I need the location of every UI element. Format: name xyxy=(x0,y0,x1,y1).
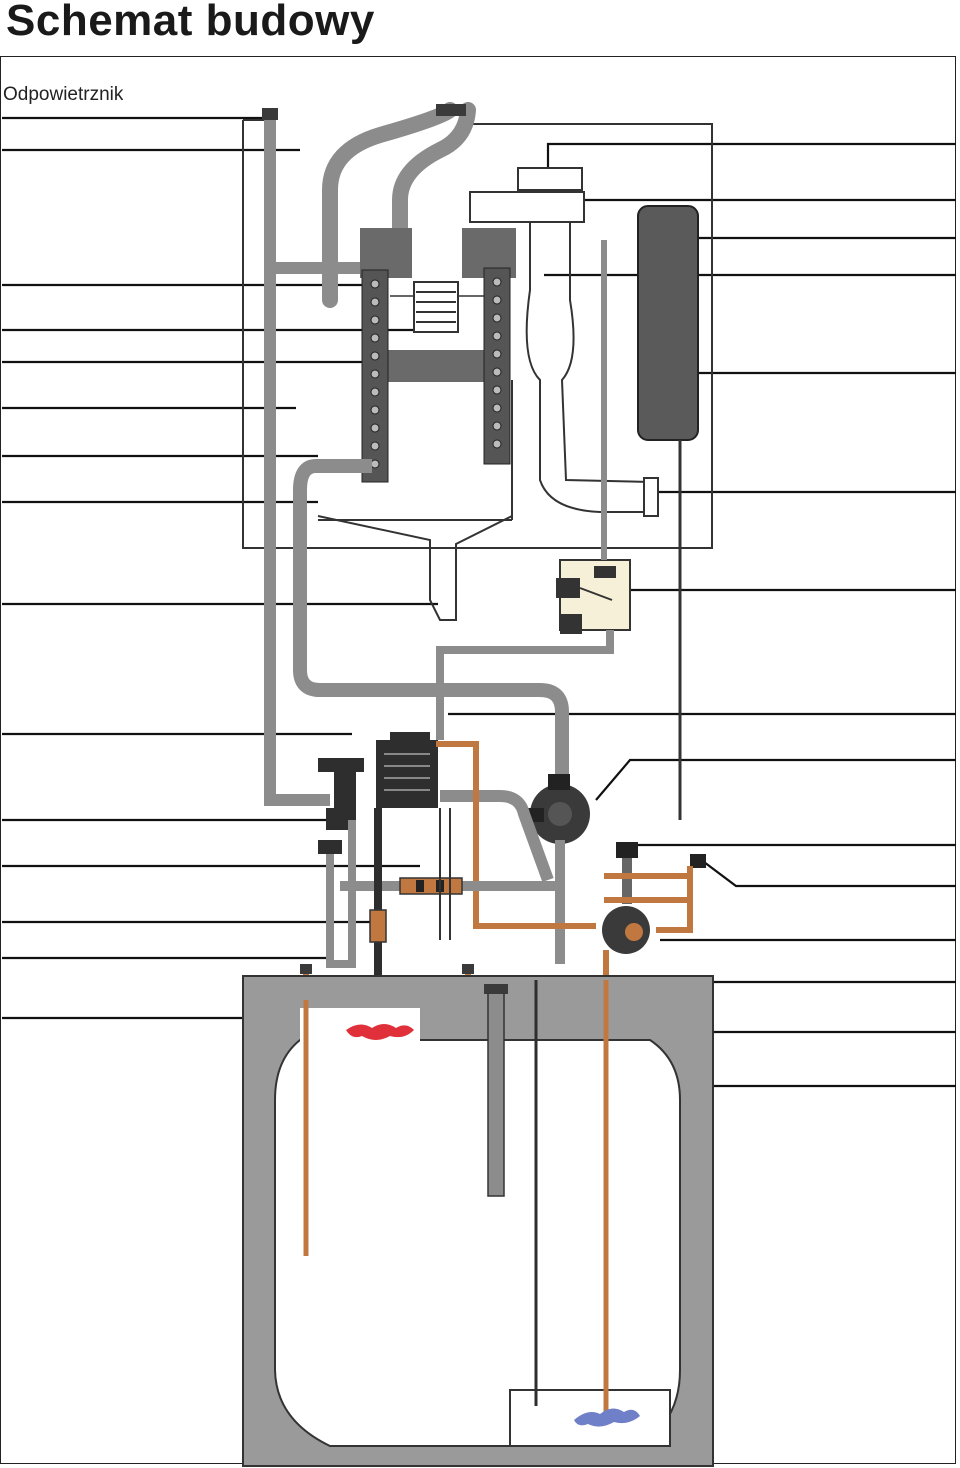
leader-line-right-1 xyxy=(546,142,956,170)
circulation-pump xyxy=(528,774,590,844)
boiler-housing xyxy=(242,119,713,549)
pump-return-pipe xyxy=(440,790,554,883)
expansion-vessel xyxy=(637,205,699,820)
leader-lines-right xyxy=(448,142,956,1088)
flue-cap xyxy=(436,104,466,116)
cold-water-inlet xyxy=(574,1408,640,1427)
leader-line-right-11 xyxy=(703,861,956,888)
cold-water-line xyxy=(340,877,556,895)
condensate-collector xyxy=(317,380,513,621)
page-title: Schemat budowy xyxy=(6,0,375,45)
heat-exchanger-coil-right xyxy=(483,267,511,465)
callout-label-odpowietrznik: Odpowietrznik xyxy=(3,84,124,104)
sensor-cap-middle xyxy=(462,964,474,974)
hot-water-outlet xyxy=(346,1024,414,1040)
air-vent-cap xyxy=(262,108,278,120)
storage-tank xyxy=(242,975,714,1467)
plate-heat-exchanger xyxy=(376,732,438,808)
leader-line-right-9 xyxy=(595,758,956,801)
flue-duct xyxy=(322,102,476,308)
diverter-valve xyxy=(602,842,706,954)
sensor-cap-left xyxy=(300,964,312,974)
heating-flow-pipe xyxy=(293,459,569,790)
heat-exchanger-coil-left xyxy=(361,269,389,483)
gas-valve xyxy=(436,240,631,740)
fan-assembly xyxy=(469,167,659,517)
tank-internals xyxy=(303,980,609,1416)
vent-pipe xyxy=(264,118,372,806)
drain-pipes xyxy=(318,820,356,968)
